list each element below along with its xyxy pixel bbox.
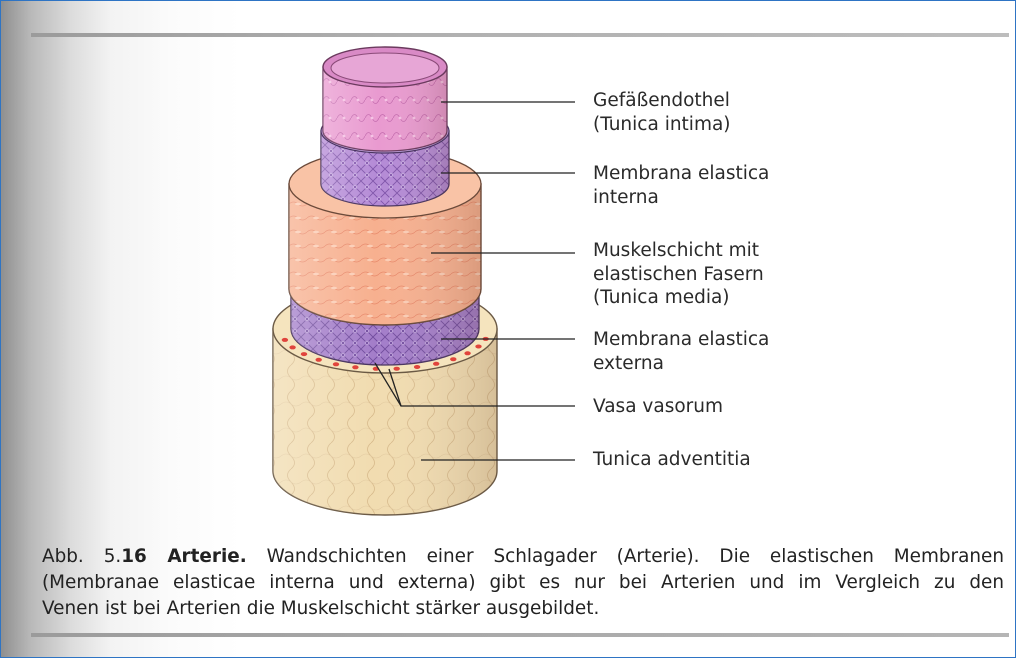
caption-line-2: (Membranae elasticae interna und externa…	[42, 570, 1004, 596]
label-tunica-adventitia: Tunica adventitia	[593, 448, 751, 472]
vasa-vasorum-dot	[316, 358, 322, 362]
label-line: elastischen Fasern	[593, 263, 764, 287]
vasa-vasorum-dot	[352, 365, 358, 369]
vasa-vasorum-dot	[394, 367, 400, 371]
caption-line-1: Abb. 5.16 Arterie. Wandschichten einer S…	[42, 544, 1004, 570]
label-gefaessendothel: Gefäßendothel (Tunica intima)	[593, 89, 731, 136]
vasa-vasorum-dot	[450, 357, 456, 361]
label-line: (Tunica intima)	[593, 113, 731, 137]
caption-text: Wandschichten einer Schlagader (Arterie)…	[247, 546, 1004, 567]
label-membrana-elastica-interna: Membrana elastica interna	[593, 162, 769, 209]
label-line: externa	[593, 352, 769, 376]
vasa-vasorum-dot	[301, 352, 307, 356]
caption-line-3: Venen ist bei Arterien die Muskelschicht…	[42, 596, 1004, 622]
label-membrana-elastica-externa: Membrana elastica externa	[593, 328, 769, 375]
vasa-vasorum-dot	[289, 345, 295, 349]
label-line: (Tunica media)	[593, 286, 764, 310]
label-line: Tunica adventitia	[593, 448, 751, 472]
label-line: Gefäßendothel	[593, 89, 731, 113]
caption-title: 16 Arterie.	[121, 546, 246, 567]
vasa-vasorum-dot	[475, 345, 481, 349]
tunica-intima-layer	[323, 47, 447, 151]
vasa-vasorum-dot	[464, 351, 470, 355]
vasa-vasorum-dot	[333, 362, 339, 366]
label-muskelschicht: Muskelschicht mit elastischen Fasern (Tu…	[593, 239, 764, 310]
figure-caption: Abb. 5.16 Arterie. Wandschichten einer S…	[42, 544, 1004, 622]
label-line: Vasa vasorum	[593, 395, 723, 419]
vasa-vasorum-dot	[433, 362, 439, 366]
label-vasa-vasorum: Vasa vasorum	[593, 395, 723, 419]
bottom-rule	[31, 633, 1009, 637]
caption-prefix: Abb. 5.	[42, 546, 121, 567]
label-line: interna	[593, 186, 769, 210]
vasa-vasorum-dot	[414, 365, 420, 369]
label-line: Muskelschicht mit	[593, 239, 764, 263]
vasa-vasorum-dot	[282, 338, 288, 342]
label-line: Membrana elastica	[593, 162, 769, 186]
label-line: Membrana elastica	[593, 328, 769, 352]
